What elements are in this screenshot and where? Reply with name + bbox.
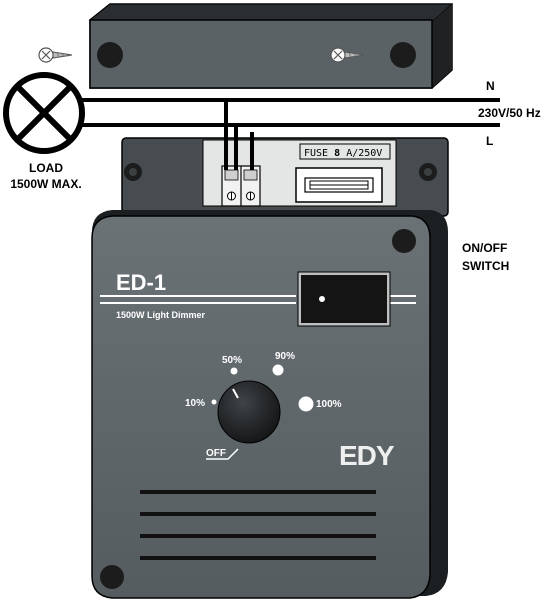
mains-voltage-label: 230V/50 Hz bbox=[478, 106, 541, 120]
dial-label-90: 90% bbox=[275, 351, 295, 362]
product-subtitle: 1500W Light Dimmer bbox=[116, 310, 206, 320]
load-max-label: 1500W MAX. bbox=[10, 177, 81, 191]
dimmer-knob[interactable] bbox=[217, 380, 281, 444]
body-screw-bottom-left bbox=[100, 565, 124, 589]
load-label: LOAD bbox=[29, 161, 63, 175]
dial-dot-50 bbox=[230, 367, 238, 375]
dial-dot-100 bbox=[298, 396, 314, 412]
dial-label-10: 10% bbox=[185, 398, 205, 409]
cover-screw-hole-left bbox=[97, 42, 123, 68]
switch-label-line2: SWITCH bbox=[462, 259, 509, 273]
top-cover-plate bbox=[88, 3, 454, 89]
body-screw-top-right bbox=[392, 229, 416, 253]
lamp-load-icon bbox=[3, 72, 85, 154]
ventilation-slots bbox=[140, 490, 376, 560]
dial-dot-90 bbox=[272, 364, 284, 376]
brand-logo: EDY bbox=[339, 440, 395, 471]
live-label: L bbox=[486, 134, 493, 148]
model-label: ED-1 bbox=[116, 270, 166, 295]
back-plate bbox=[121, 137, 449, 217]
off-marker: OFF bbox=[206, 448, 239, 460]
knob-pointer bbox=[232, 388, 239, 399]
fuse-rating-label: FUSE 8 A/250V bbox=[304, 148, 382, 159]
dial-dot-10 bbox=[211, 399, 217, 405]
switch-indicator-dot bbox=[319, 296, 325, 302]
wiring bbox=[80, 98, 500, 170]
dial-label-off: OFF bbox=[206, 448, 226, 459]
wall-screw-right-icon bbox=[330, 47, 365, 63]
fuse-rating-box bbox=[299, 143, 391, 160]
on-off-switch[interactable] bbox=[297, 271, 391, 327]
fuse-holder-icon bbox=[295, 167, 383, 203]
dial-label-50: 50% bbox=[222, 355, 242, 366]
cover-screw-hole-right bbox=[390, 42, 416, 68]
switch-label-line1: ON/OFF bbox=[462, 241, 507, 255]
terminal-block bbox=[221, 165, 261, 207]
wall-screw-left-icon bbox=[38, 47, 73, 63]
dial-label-100: 100% bbox=[316, 399, 342, 410]
neutral-label: N bbox=[486, 79, 495, 93]
